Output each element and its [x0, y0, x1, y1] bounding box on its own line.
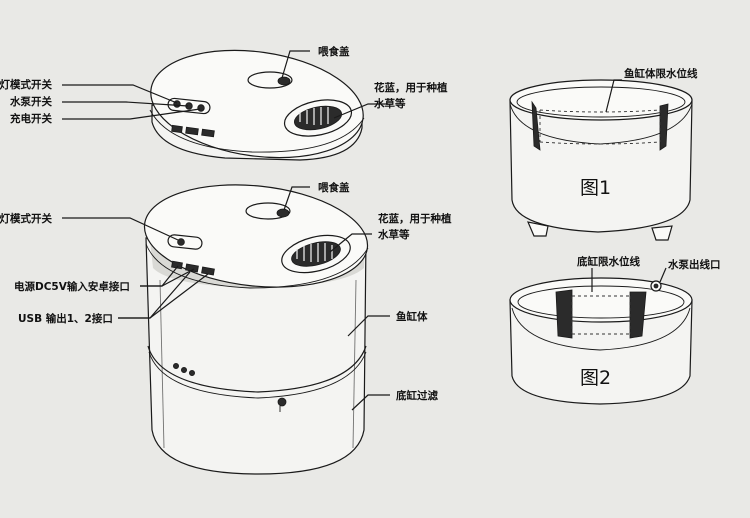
- fig1-tank-body: [509, 79, 693, 241]
- fig1-leader: [605, 79, 622, 113]
- main-basket-label-2: 水草等: [377, 228, 410, 241]
- main-light-switch-label: 灯模式开关: [0, 212, 52, 225]
- top-charge-switch-label: 充电开关: [10, 112, 52, 125]
- fig2-title: 图2: [580, 367, 611, 389]
- fig2-outlet-leader: [659, 267, 667, 283]
- top-pump-switch-label: 水泵开关: [9, 95, 52, 108]
- top-basket-label-1: 花蓝，用于种植: [374, 81, 448, 94]
- top-feeder-lid-label: 喂食盖: [318, 45, 350, 58]
- main-tank: [143, 184, 369, 475]
- power-port-label: 电源DC5V输入安卓接口: [14, 280, 130, 293]
- main-leader-lines: [62, 186, 390, 411]
- fig2-bottom-tank: [509, 277, 693, 405]
- main-feeder-lid-label: 喂食盖: [318, 181, 350, 194]
- fig1-water-line-label: 鱼缸体限水位线: [624, 67, 698, 80]
- top-basket-label-2: 水草等: [373, 97, 406, 110]
- fig2-pump-outlet-label: 水泵出线口: [667, 258, 721, 271]
- bottom-filter-label: 底缸过滤: [396, 389, 438, 402]
- top-plant-basket: [294, 105, 342, 131]
- top-leader-lines: [62, 50, 388, 120]
- top-lid-detail: [149, 49, 365, 161]
- usb-port-label: USB 输出1、2接口: [18, 312, 113, 325]
- tank-body-label: 鱼缸体: [396, 310, 428, 323]
- fig1-title: 图1: [580, 177, 611, 199]
- fig2-water-line-label: 底缸限水位线: [577, 255, 640, 268]
- main-basket-label-1: 花蓝，用于种植: [378, 212, 452, 225]
- top-light-switch-label: 灯模式开关: [0, 78, 52, 91]
